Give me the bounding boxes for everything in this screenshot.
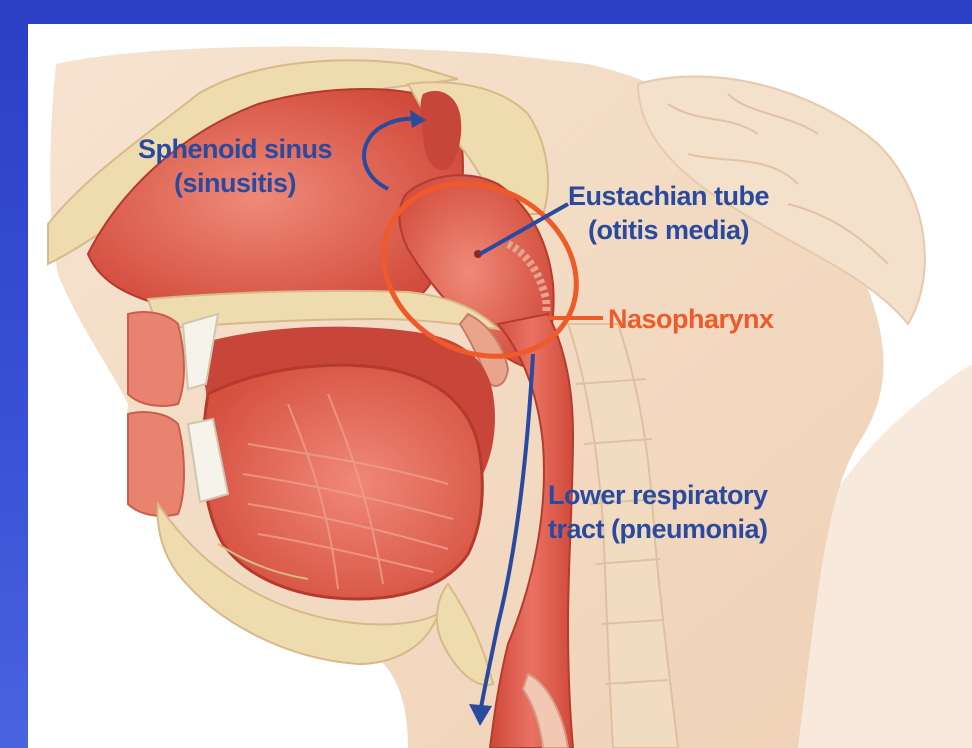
lower-respiratory-label: Lower respiratory tract (pneumonia) (548, 478, 768, 546)
sphenoid-sinus-label-line2: (sinusitis) (138, 166, 332, 200)
sphenoid-sinus-label-line1: Sphenoid sinus (138, 132, 332, 166)
lower-respiratory-label-line2: tract (pneumonia) (548, 512, 768, 546)
nasopharynx-label: Nasopharynx (608, 302, 774, 336)
eustachian-tube-label: Eustachian tube (otitis media) (568, 179, 769, 247)
eustachian-tube-label-line1: Eustachian tube (568, 179, 769, 213)
diagram-frame: Sphenoid sinus (sinusitis) Eustachian tu… (28, 24, 972, 748)
lower-respiratory-label-line1: Lower respiratory (548, 478, 768, 512)
sphenoid-sinus-label: Sphenoid sinus (sinusitis) (138, 132, 332, 200)
eustachian-tube-label-line2: (otitis media) (568, 213, 769, 247)
